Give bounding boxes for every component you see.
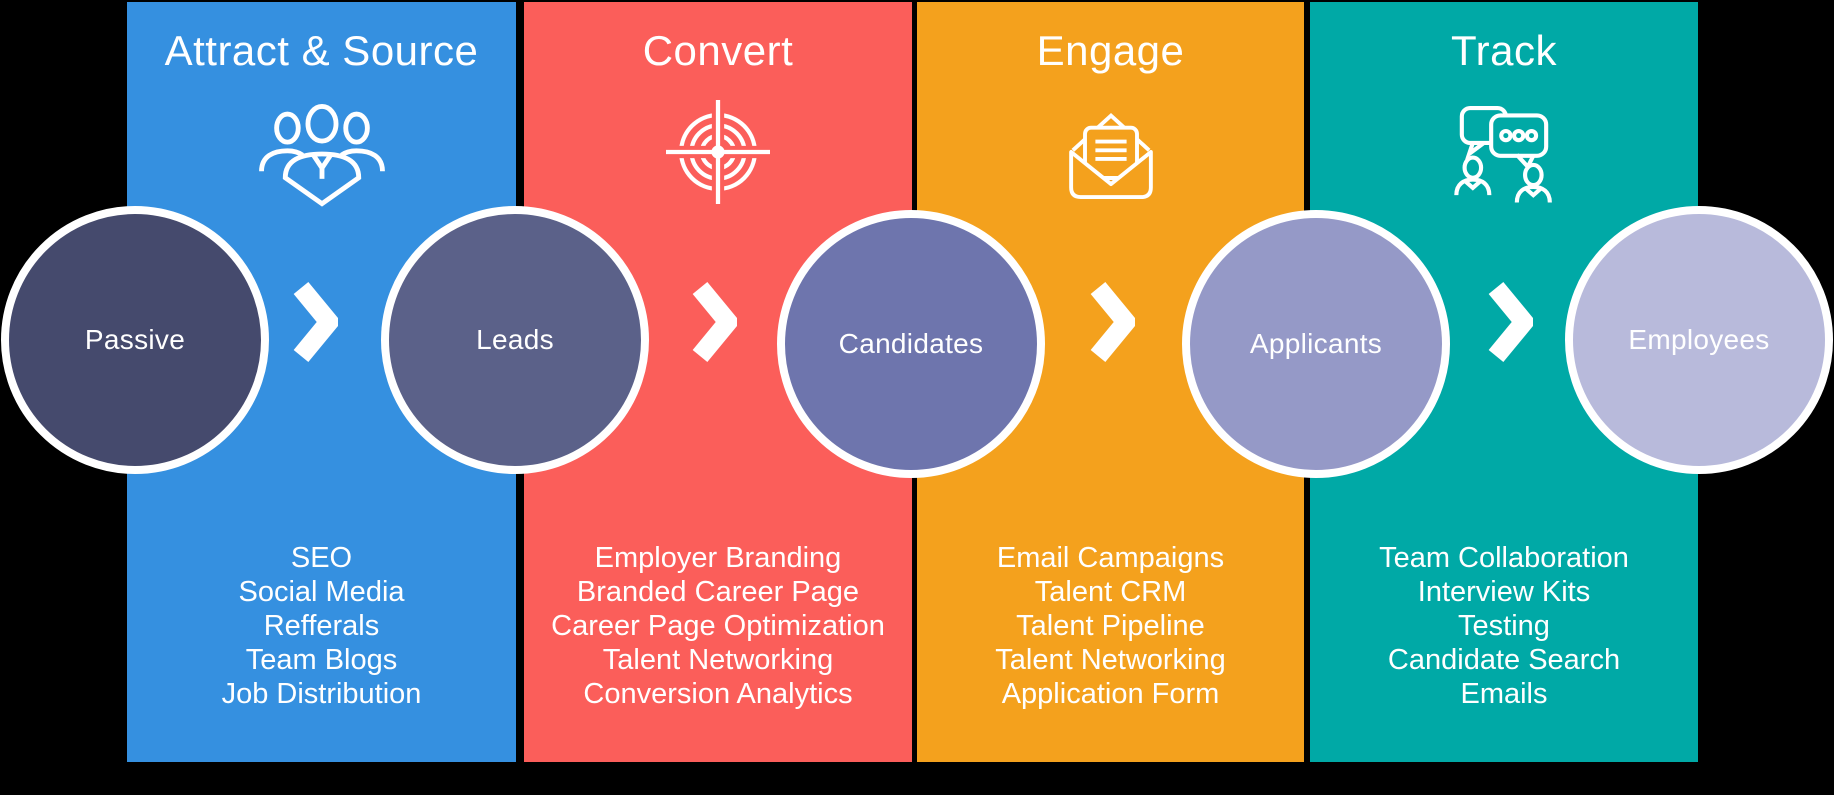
stage-title: Engage: [1036, 27, 1185, 74]
chat-people-icon: [1449, 100, 1559, 206]
stage-item: Talent Pipeline: [1016, 610, 1205, 642]
stage-item: Social Media: [238, 576, 405, 608]
funnel-stage-circle-employees: Employees: [1565, 206, 1833, 474]
stage-item: Team Blogs: [245, 644, 398, 676]
stage-item: Email Campaigns: [996, 542, 1225, 574]
stage-item: Interview Kits: [1417, 576, 1591, 608]
stage-item: Team Collaboration: [1379, 542, 1629, 574]
chevron-right-icon: [1487, 280, 1533, 364]
stage-item-list: SEO Social Media Refferals Team Blogs Jo…: [127, 541, 516, 711]
stage-item-list: Email Campaigns Talent CRM Talent Pipeli…: [917, 541, 1304, 711]
funnel-stage-circle-passive: Passive: [1, 206, 269, 474]
stage-item: Refferals: [263, 610, 380, 642]
stage-title: Convert: [642, 27, 794, 74]
open-envelope-icon: [1059, 100, 1163, 204]
stage-item: Job Distribution: [221, 678, 422, 710]
target-icon: [666, 100, 770, 204]
stage-item: Emails: [1460, 678, 1548, 710]
stage-item-list: Team Collaboration Interview Kits Testin…: [1310, 541, 1698, 711]
funnel-stage-label: Leads: [476, 324, 554, 355]
chevron-right-icon: [292, 280, 338, 364]
stage-item-list: Employer Branding Branded Career Page Ca…: [524, 541, 912, 711]
stage-item: Conversion Analytics: [583, 678, 853, 710]
stage-title: Attract & Source: [164, 27, 479, 74]
stage-item: Branded Career Page: [576, 576, 860, 608]
funnel-stage-label: Applicants: [1249, 328, 1383, 359]
stage-item: Talent Networking: [602, 644, 834, 676]
stage-item: SEO: [290, 542, 353, 574]
stage-title: Track: [1451, 27, 1557, 74]
funnel-stage-circle-candidates: Candidates: [777, 210, 1045, 478]
chevron-right-icon: [1089, 280, 1135, 364]
funnel-stage-circle-leads: Leads: [381, 206, 649, 474]
stage-item: Talent CRM: [1034, 576, 1187, 608]
stage-item: Candidate Search: [1387, 644, 1621, 676]
funnel-stage-label: Candidates: [838, 328, 984, 359]
stage-item: Application Form: [1001, 678, 1220, 710]
funnel-stage-circle-applicants: Applicants: [1182, 210, 1450, 478]
chevron-right-icon: [691, 280, 737, 364]
funnel-stage-label: Passive: [84, 324, 186, 355]
people-group-icon: [255, 100, 389, 208]
stage-item: Career Page Optimization: [551, 610, 885, 642]
stage-item: Employer Branding: [594, 542, 842, 574]
stage-item: Talent Networking: [995, 644, 1226, 676]
funnel-stage-label: Employees: [1628, 324, 1770, 355]
stage-item: Testing: [1458, 610, 1550, 642]
